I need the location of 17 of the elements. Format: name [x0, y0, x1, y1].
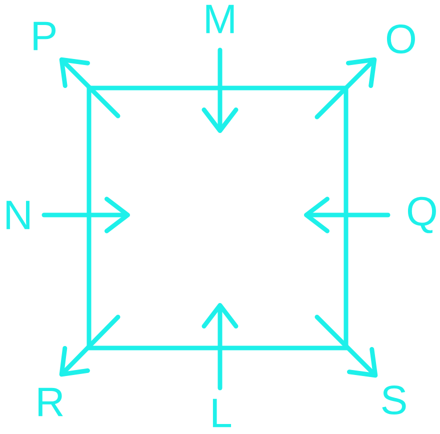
arrow-label: S — [382, 385, 406, 414]
square-outline — [86, 86, 348, 350]
arrow — [304, 196, 390, 234]
arrow — [202, 48, 238, 133]
arrow-label: P — [34, 22, 56, 50]
arrow-label: O — [387, 24, 415, 54]
arrow-label: M — [206, 4, 234, 34]
arrow — [202, 303, 238, 390]
arrow — [42, 196, 130, 234]
arrow — [314, 314, 378, 378]
arrow — [314, 57, 377, 120]
arrow — [59, 314, 120, 377]
arrow-label: L — [212, 398, 232, 428]
arrow-label: Q — [408, 196, 436, 234]
arrow — [59, 57, 120, 118]
arrow-label: N — [6, 200, 30, 230]
arrow-label: R — [38, 388, 63, 416]
